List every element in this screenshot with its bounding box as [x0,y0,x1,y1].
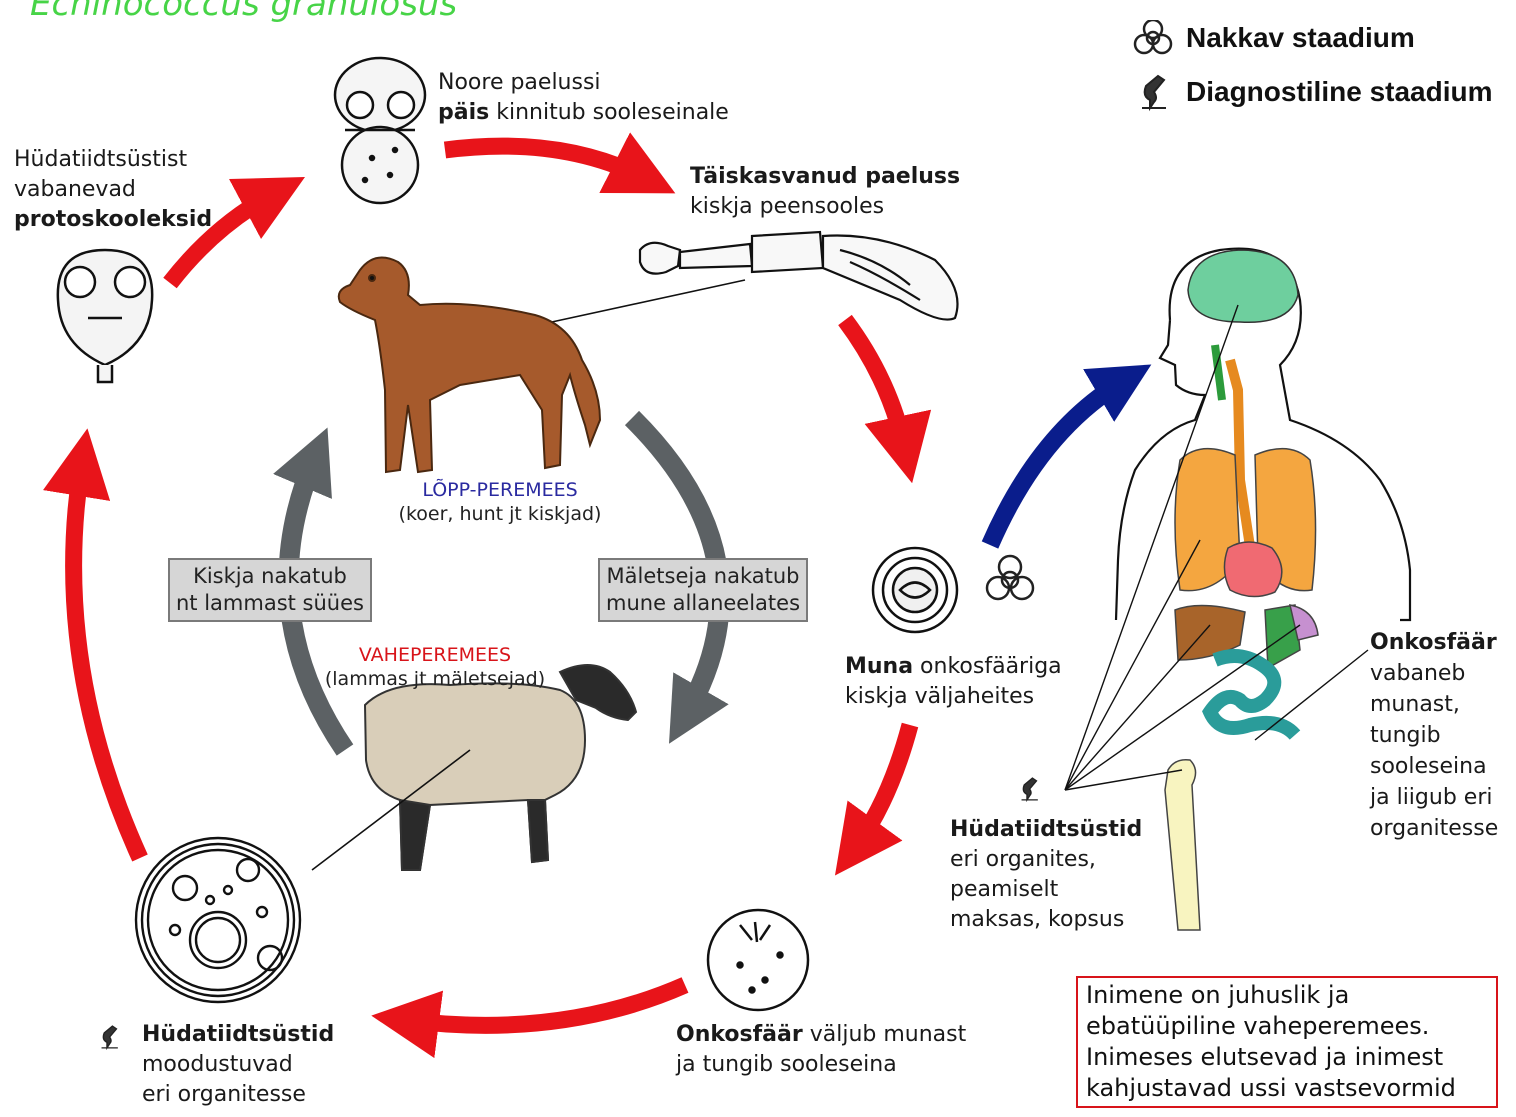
human-cysts-label: Hüdatiidtsüstid eri organites, peamiselt… [950,815,1142,935]
human-illustration [1116,249,1410,930]
dog-illustration [339,258,600,473]
femur [1165,760,1200,930]
arrow-cysts-to-protoscolex [74,462,140,858]
human-note-box: Inimene on juhuslik ja ebatüüpiline vahe… [1076,976,1498,1108]
arrow-adult-to-egg [845,320,905,450]
oncosphere-illustration [708,910,808,1010]
definitive-host-label: LÕPP-PEREMEES (koer, hunt jt kiskjad) [360,478,640,526]
cysts-label: Hüdatiidtsüstid moodustuvad eri organite… [142,1020,334,1110]
human-oncosphere-label: Onkosfäär vabaneb munast, tungib soolese… [1370,627,1498,844]
biohazard-icon [987,556,1033,599]
sheep-illustration [365,665,636,870]
legend-diagnostic: Diagnostiline staadium [1128,72,1493,112]
adult-tapeworm-illustration [640,232,958,320]
heart [1224,542,1281,597]
intestine [1210,656,1295,735]
arrow-scolex-to-adult [445,146,645,178]
intermediate-host-label: VAHEPEREMEES (lammas jt mäletsejad) [300,643,570,691]
microscope-icon [1128,72,1178,112]
box-ruminant-infection: Mäletseja nakatub mune allaneelates [598,558,808,622]
brain [1188,250,1298,322]
adult-label: Täiskasvanud paeluss kiskja peensooles [690,162,960,222]
hydatid-cyst-illustration [136,838,300,1002]
scolex-illustration [335,58,425,203]
legend-infective-label: Nakkav staadium [1186,22,1415,54]
legend-infective: Nakkav staadium [1128,20,1415,56]
oncosphere-out-label: Onkosfäär väljub munast ja tungib sooles… [676,1020,966,1080]
microscope-icon [1012,770,1046,808]
biohazard-icon [1128,20,1178,56]
protoscolex-illustration [58,250,152,382]
legend-diagnostic-label: Diagnostiline staadium [1186,76,1493,108]
diagram-title: Echinococcus granulosus [30,0,457,24]
box-predator-infection: Kiskja nakatub nt lammast süües [168,558,372,622]
arrow-egg-to-oncosphere [855,725,910,848]
arrow-oncosphere-to-cysts [405,985,685,1025]
egg-label: Muna onkosfääriga kiskja väljaheites [845,652,1062,712]
microscope-icon [92,1018,126,1056]
protoscolex-label: Hüdatiidtsüstist vabanevad protoskooleks… [14,145,212,235]
scolex-label: Noore paelussi päis kinnitub sooleseinal… [438,68,729,128]
arrow-egg-to-human [990,380,1125,545]
egg-illustration [873,548,957,632]
